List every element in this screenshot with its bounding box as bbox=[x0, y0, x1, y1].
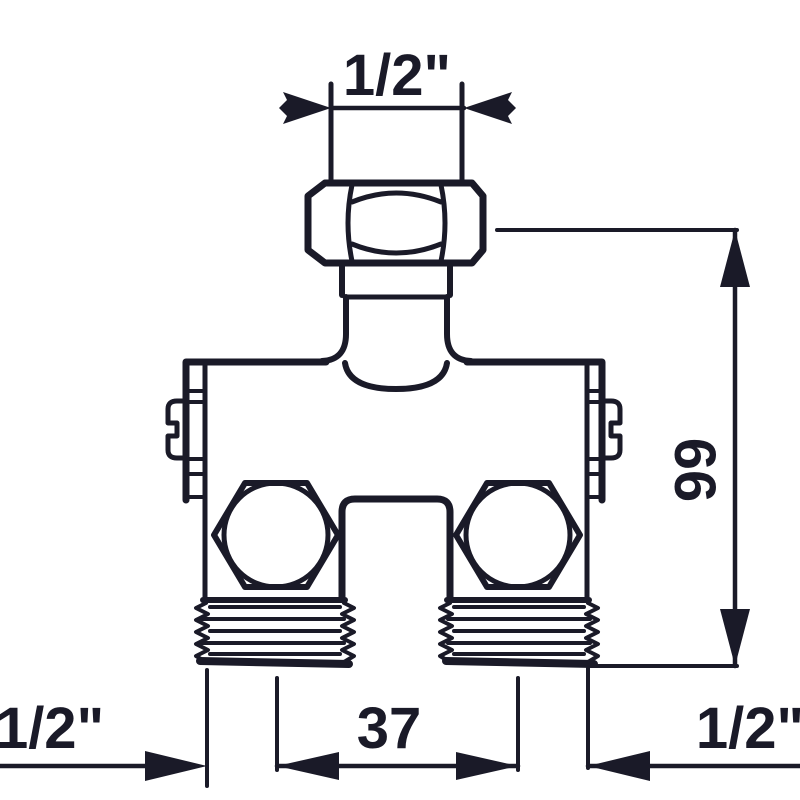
right-thread-ridges bbox=[446, 605, 592, 656]
top-dimension-arrow-right-icon bbox=[464, 92, 516, 124]
outlet-spacing-label: 37 bbox=[357, 696, 422, 761]
left-thread-ridges bbox=[200, 605, 346, 656]
bottom-dimensions: 1/2" 37 1/2" bbox=[0, 666, 800, 788]
right-outlet-dimension-label: 1/2" bbox=[696, 696, 800, 761]
left-thread-bottom-band bbox=[196, 657, 353, 668]
body-left-flange-ticks bbox=[186, 389, 205, 499]
outlet-spacing-arrow-left-icon bbox=[277, 752, 339, 780]
body-inlet-arc bbox=[342, 360, 450, 392]
union-nut bbox=[304, 179, 487, 267]
outlet-spacing-dimension: 37 bbox=[274, 696, 521, 780]
union-nut-facet-left bbox=[345, 182, 355, 264]
height-arrow-down-icon bbox=[720, 609, 750, 666]
top-dimension-arrow-left-icon bbox=[279, 92, 331, 124]
union-nut-facet-bottom-arc bbox=[349, 241, 444, 256]
union-nut-facet-right bbox=[438, 182, 448, 264]
right-outlet-arrow-icon bbox=[588, 751, 650, 781]
neck-right-fillet bbox=[444, 294, 474, 364]
right-outlet-dimension: 1/2" bbox=[585, 696, 800, 781]
top-dimension: 1/2" bbox=[279, 43, 516, 124]
height-arrow-up-icon bbox=[720, 230, 750, 287]
neck bbox=[319, 260, 474, 364]
neck-left-fillet bbox=[319, 294, 349, 364]
body-left-clip bbox=[165, 398, 189, 461]
left-hex-outline bbox=[211, 480, 341, 590]
right-hex-circle bbox=[463, 480, 573, 590]
right-thread-right-zigzag bbox=[584, 601, 600, 664]
left-outlet-thread bbox=[194, 601, 356, 668]
right-outlet-thread bbox=[438, 601, 600, 668]
left-outlet-arrow-icon bbox=[145, 751, 207, 781]
height-dimension-label: 66 bbox=[662, 438, 727, 503]
body-center-notch bbox=[338, 495, 454, 602]
body-top-left-outline bbox=[182, 358, 330, 504]
left-hex-circle bbox=[221, 480, 331, 590]
left-outlet-dimension: 1/2" bbox=[0, 696, 207, 781]
body-top-right-outline bbox=[463, 358, 606, 504]
height-dimension: 66 bbox=[495, 227, 750, 669]
outlet-spacing-arrow-right-icon bbox=[456, 752, 518, 780]
right-outlet-hex bbox=[453, 480, 583, 590]
left-outlet-hex bbox=[211, 480, 341, 590]
left-thread-right-zigzag bbox=[340, 601, 356, 664]
left-thread-left-zigzag bbox=[194, 601, 210, 664]
valve-body bbox=[165, 358, 623, 603]
right-thread-bottom-band bbox=[442, 657, 598, 668]
right-thread-left-zigzag bbox=[438, 601, 454, 664]
right-hex-outline bbox=[453, 480, 583, 590]
left-outlet-dimension-label: 1/2" bbox=[0, 696, 104, 761]
body-right-clip bbox=[599, 398, 623, 461]
top-dimension-label: 1/2" bbox=[343, 43, 451, 108]
union-nut-outline bbox=[304, 179, 487, 267]
union-nut-facet-top-arc bbox=[349, 190, 444, 205]
top-pipe bbox=[328, 81, 465, 186]
body-right-flange-ticks bbox=[587, 389, 602, 499]
